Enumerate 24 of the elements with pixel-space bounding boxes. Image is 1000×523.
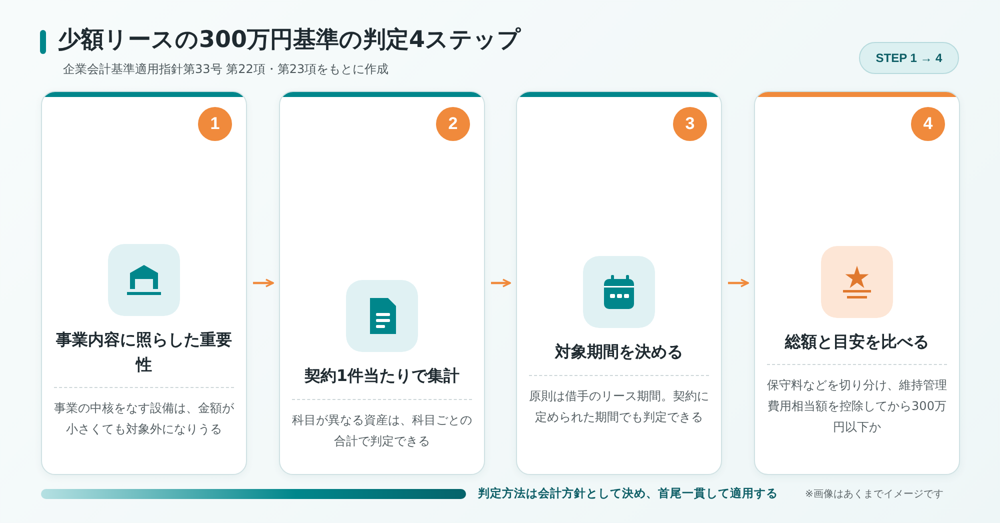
step-card — [41, 91, 247, 475]
arrow — [728, 278, 749, 288]
step-description: 科目が異なる資産は、科目ごとの合計で判定できる — [292, 412, 472, 450]
step-card — [516, 91, 722, 475]
disclaimer: ※画像はあくまでイメージです — [805, 488, 944, 501]
step-description: 保守料などを切り分け、維持管理費用相当額を控除してから300万円以下か — [767, 377, 947, 436]
arrow — [491, 278, 511, 288]
step-heading: 契約1件当たりで集計 — [304, 365, 460, 388]
step-description: 事業の中核をなす設備は、金額が小さくても対象外になりうる — [54, 400, 234, 438]
step-number-badge: 3 — [673, 107, 707, 141]
footer-note: 判定方法は会計方針として決め、首尾一貫して適用する — [478, 486, 778, 501]
step-heading: 事業内容に照らした重要性 — [55, 328, 233, 376]
step-range-pill: STEP 1 → 4 — [859, 42, 959, 74]
step-card — [279, 91, 485, 475]
step-card — [754, 91, 960, 475]
step-number-badge: 4 — [911, 107, 945, 141]
arrow — [253, 278, 274, 288]
step-description: 原則は借手のリース期間。契約に定められた期間でも判定できる — [529, 388, 709, 426]
step-heading: 対象期間を決める — [555, 341, 683, 364]
step-number-badge: 2 — [436, 107, 470, 141]
title: 少額リースの300万円基準の判定4ステップ — [58, 26, 522, 55]
step-heading: 総額と目安を比べる — [785, 330, 929, 353]
subtitle: 企業会計基準適用指針第33号 第22項・第23項をもとに作成 — [63, 61, 389, 78]
step-number-badge: 1 — [198, 107, 232, 141]
